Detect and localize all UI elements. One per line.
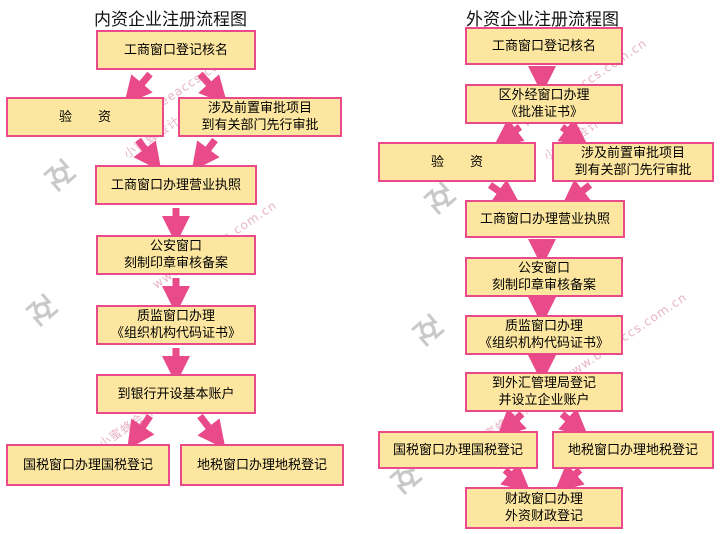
step-label: 工商窗口办理营业执照 — [110, 177, 241, 193]
arrow-left-3 — [133, 137, 162, 172]
step-label: 工商窗口办理营业执照 — [479, 211, 610, 227]
watermark-logo-icon — [43, 158, 77, 192]
right-step-foreign-econ: 区外经窗口办理 《批准证书》 — [465, 84, 623, 124]
left-chart-title: 内资企业注册流程图 — [94, 10, 247, 30]
step-label: 《组织机构代码证书》 — [478, 336, 609, 351]
step-label: 财政窗口办理 — [504, 492, 583, 507]
right-step-quality: 质监窗口办理 《组织机构代码证书》 — [465, 315, 623, 355]
watermark-logo-icon — [25, 293, 59, 327]
step-label: 到有关部门先行审批 — [574, 163, 692, 178]
left-step-name-approval: 工商窗口登记核名 — [96, 30, 256, 70]
step-label: 外资财政登记 — [504, 509, 583, 524]
arrow-left-4 — [191, 137, 220, 172]
step-label: 国税窗口办理国税登记 — [392, 442, 523, 458]
watermark-logo-icon — [423, 181, 457, 215]
right-step-name-approval: 工商窗口登记核名 — [465, 27, 623, 65]
arrow-right-4 — [487, 179, 522, 208]
arrow-right-3 — [557, 118, 589, 147]
arrow-left-8 — [127, 414, 155, 450]
left-step-quality: 质监窗口办理 《组织机构代码证书》 — [96, 305, 256, 345]
step-label: 到银行开设基本账户 — [117, 386, 235, 402]
arrow-right-2 — [493, 118, 525, 147]
right-step-police: 公安窗口 刻制印章审核备案 — [465, 257, 623, 297]
watermark-logo-icon — [411, 313, 445, 347]
step-label: 刻制印章审核备案 — [491, 278, 596, 293]
right-step-pre-approval: 涉及前置审批项目 到有关部门先行审批 — [552, 142, 714, 182]
step-label: 地税窗口办理地税登记 — [567, 442, 698, 458]
step-label: 《批准证书》 — [504, 105, 583, 120]
arrow-left-9 — [197, 413, 226, 450]
left-step-bank: 到银行开设基本账户 — [96, 374, 256, 414]
step-label: 验 资 — [430, 154, 483, 170]
right-step-forex: 到外汇管理局登记 并设立企业账户 — [465, 372, 623, 412]
right-step-finance: 财政窗口办理 外资财政登记 — [465, 487, 623, 529]
step-label: 到有关部门先行审批 — [201, 118, 319, 133]
arrow-right-9 — [496, 408, 527, 438]
arrow-right-5 — [560, 179, 593, 208]
left-step-police: 公安窗口 刻制印章审核备案 — [96, 235, 256, 275]
step-label: 工商窗口登记核名 — [123, 42, 228, 58]
arrow-left-1 — [123, 71, 153, 105]
arrow-right-11 — [500, 463, 531, 493]
left-step-national-tax: 国税窗口办理国税登记 — [6, 444, 170, 486]
left-step-capital-verify: 验 资 — [6, 97, 164, 137]
step-label: 涉及前置审批项目 — [580, 146, 685, 161]
left-step-local-tax: 地税窗口办理地税登记 — [180, 444, 344, 486]
step-label: 公安窗口 — [517, 261, 570, 276]
left-step-business-license: 工商窗口办理营业执照 — [95, 165, 257, 205]
step-label: 到外汇管理局登记 — [491, 376, 596, 391]
step-label: 验 资 — [58, 109, 111, 125]
right-step-business-license: 工商窗口办理营业执照 — [465, 200, 625, 238]
arrow-left-2 — [197, 71, 228, 105]
arrow-right-10 — [558, 408, 589, 438]
step-label: 刻制印章审核备案 — [123, 256, 228, 271]
right-step-capital-verify: 验 资 — [378, 142, 536, 182]
right-step-local-tax: 地税窗口办理地税登记 — [552, 431, 714, 469]
step-label: 区外经窗口办理 — [498, 88, 590, 103]
arrow-right-12 — [554, 463, 585, 493]
step-label: 工商窗口登记核名 — [491, 38, 596, 54]
step-label: 质监窗口办理 — [504, 319, 583, 334]
watermark-logo-icon — [389, 461, 423, 495]
step-label: 地税窗口办理地税登记 — [196, 457, 327, 473]
step-label: 国税窗口办理国税登记 — [22, 457, 153, 473]
step-label: 并设立企业账户 — [498, 393, 590, 408]
right-step-national-tax: 国税窗口办理国税登记 — [378, 431, 538, 469]
step-label: 公安窗口 — [149, 239, 202, 254]
step-label: 质监窗口办理 — [136, 309, 215, 324]
step-label: 涉及前置审批项目 — [207, 101, 312, 116]
left-step-pre-approval: 涉及前置审批项目 到有关部门先行审批 — [178, 97, 342, 137]
step-label: 《组织机构代码证书》 — [110, 326, 241, 341]
right-chart-title: 外资企业注册流程图 — [466, 10, 619, 30]
